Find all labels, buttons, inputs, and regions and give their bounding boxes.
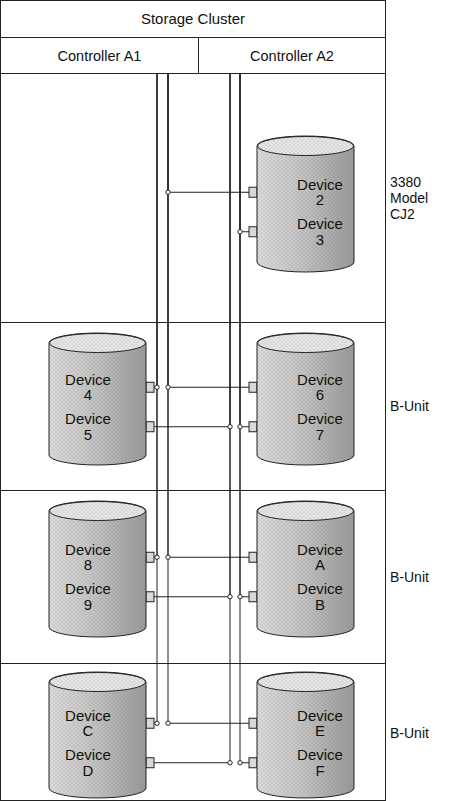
unit-label: B-Unit [390,725,452,741]
drum-shape [49,501,146,637]
unit-band: B-UnitDevice CDevice DDevice EDevice F [1,663,385,801]
junction-dot [155,385,159,389]
cable-line [146,73,230,427]
cable-line [168,73,257,557]
device-port [249,382,257,392]
drum-shape [257,501,354,637]
device-label: Device 4 [61,372,115,404]
disk-drum: Device C Device D [49,672,146,798]
junction-dot [166,190,170,194]
device-label: Device 2 [293,177,347,209]
junction-dot [238,230,242,234]
cable-line [168,73,257,192]
cable-line [168,73,257,723]
unit-band: B-UnitDevice 4Device 5Device 6Device 7 [1,322,385,490]
device-label: Device C [61,708,115,740]
cable-line [146,73,157,387]
junction-dot [238,595,242,599]
device-port [146,382,154,392]
device-label: Device 8 [61,542,115,574]
cable-line [240,73,257,597]
junction-dot [238,761,242,765]
unit-label: B-Unit [390,569,452,585]
device-port [146,718,154,728]
disk-drum: Device 8 Device 9 [49,501,146,637]
device-label: Device 7 [293,411,347,443]
device-port [249,718,257,728]
junction-dot [166,721,170,725]
cable-line [240,73,257,232]
cable-line [146,73,230,763]
drum-shape [257,672,354,798]
disk-drum: Device 6 Device 7 [257,333,354,465]
device-label: Device 3 [293,216,347,248]
drum-shape [257,136,354,272]
device-label: Device E [293,708,347,740]
controller-box: Controller A2 [198,37,385,73]
title-host: Storage Cluster [1,1,385,37]
cable-line [146,73,157,557]
unit-band: 3380 Model CJ2Device 2Device 3 [1,73,385,322]
disk-drum: Device A Device B [257,501,354,637]
device-port [146,758,154,768]
device-port [146,422,154,432]
cable-line [146,73,230,597]
unit-label: 3380 Model CJ2 [390,174,452,222]
device-port [249,422,257,432]
device-label: Device B [293,581,347,613]
junction-dot [228,425,232,429]
cluster-title: Storage Cluster [1,1,385,37]
controller-label: Controller A1 [58,48,142,64]
device-label: Device D [61,747,115,779]
device-port [249,758,257,768]
device-port [249,592,257,602]
junction-dot [155,555,159,559]
device-label: Device 6 [293,372,347,404]
unit-label: B-Unit [390,398,452,414]
drum-shape [49,672,146,798]
device-label: Device 9 [61,581,115,613]
disk-drum: Device 4 Device 5 [49,333,146,465]
drum-shape [257,333,354,465]
cluster-frame: Storage ClusterController A1 Controller A… [0,0,386,801]
junction-dot [238,425,242,429]
device-label: Device 5 [61,411,115,443]
junction-dot [155,721,159,725]
device-label: Device A [293,542,347,574]
device-port [249,187,257,197]
disk-drum: Device E Device F [257,672,354,798]
device-port [249,227,257,237]
cable-line [240,73,257,427]
junction-dot [228,595,232,599]
device-port [249,552,257,562]
disk-drum: Device 2 Device 3 [257,136,354,272]
junction-dot [228,761,232,765]
device-label: Device F [293,747,347,779]
drum-shape [49,333,146,465]
junction-dot [166,385,170,389]
cable-line [240,73,257,763]
device-port [146,552,154,562]
junction-dot [166,555,170,559]
controller-label: Controller A2 [250,48,334,64]
unit-band: B-UnitDevice 8Device 9Device ADevice B [1,490,385,663]
device-port [146,592,154,602]
cable-line [168,73,257,387]
cable-line [146,73,157,723]
controller-box: Controller A1 [1,37,198,73]
